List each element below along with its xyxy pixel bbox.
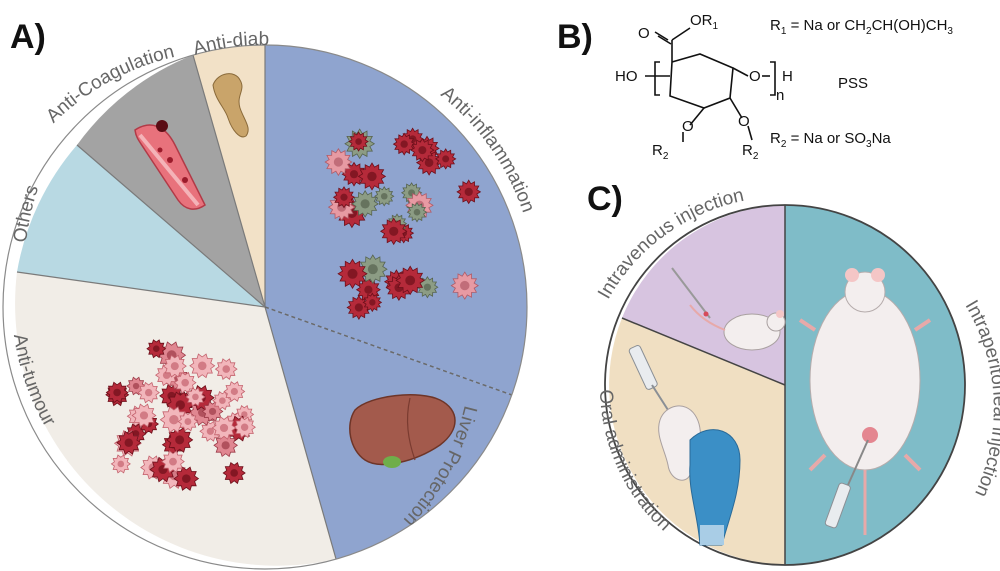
cell-nucleus xyxy=(132,382,140,390)
iv-mouse-illustration xyxy=(671,267,786,351)
chem-ho: HO xyxy=(615,68,638,85)
chem-carbonyl-o: O xyxy=(638,25,650,42)
cell-nucleus xyxy=(442,155,450,163)
cell-nucleus xyxy=(464,187,473,196)
cell-nucleus xyxy=(355,138,362,145)
cell-nucleus xyxy=(219,397,226,404)
cell-nucleus xyxy=(206,427,214,435)
blood-vessel-illustration xyxy=(134,120,206,210)
chem-or1: OR1 xyxy=(690,12,719,32)
cell-nucleus xyxy=(230,387,238,396)
label-intraperitoneal: Intraperitoneal injection xyxy=(961,297,1000,500)
cell-nucleus xyxy=(144,388,153,397)
pss-label: PSS xyxy=(838,75,868,92)
cell-nucleus xyxy=(221,441,230,450)
chem-bridge-o: O xyxy=(749,68,761,85)
panel-a-label: A) xyxy=(10,18,46,56)
cell-nucleus xyxy=(169,415,179,425)
cell-nucleus xyxy=(170,362,179,371)
chem-r2-left: R2 xyxy=(652,142,669,162)
immune-cells-cluster xyxy=(324,127,482,320)
panel-a-pie xyxy=(2,44,528,570)
chem-o-right: O xyxy=(738,113,750,130)
cell-nucleus xyxy=(192,393,199,401)
cell-nucleus xyxy=(354,303,363,312)
chem-n: n xyxy=(776,87,784,104)
sector-others xyxy=(17,145,265,307)
cell-nucleus xyxy=(400,140,408,148)
cell-nucleus xyxy=(113,388,121,397)
cell-nucleus xyxy=(367,264,378,275)
cell-nucleus xyxy=(208,407,217,416)
r1-definition: R1 = Na or CH2CH(OH)CH3 xyxy=(770,17,953,37)
cell-nucleus xyxy=(340,193,348,201)
cell-nucleus xyxy=(349,170,359,179)
chem-r2-right: R2 xyxy=(742,142,759,162)
cell-nucleus xyxy=(405,275,416,286)
cell-nucleus xyxy=(369,299,376,306)
cell-nucleus xyxy=(413,208,421,216)
cell-nucleus xyxy=(389,226,399,236)
panel-c-label: C) xyxy=(587,180,623,218)
panel-b-label: B) xyxy=(557,18,593,56)
cell-nucleus xyxy=(219,423,229,433)
cell-nucleus xyxy=(418,146,427,155)
cell-nucleus xyxy=(175,435,185,445)
cell-nucleus xyxy=(364,285,373,294)
pancreas-illustration xyxy=(212,73,249,138)
ip-mouse-illustration xyxy=(798,268,932,535)
liver-divider-dashed xyxy=(264,306,513,396)
cell-nucleus xyxy=(222,365,231,373)
cell-nucleus xyxy=(182,474,191,483)
cell-nucleus xyxy=(240,423,249,431)
cell-nucleus xyxy=(181,378,189,387)
cell-nucleus xyxy=(424,158,434,167)
pss-structure xyxy=(645,27,776,142)
cell-nucleus xyxy=(230,469,238,477)
cell-nucleus xyxy=(124,438,133,447)
cell-nucleus xyxy=(360,199,370,209)
cell-nucleus xyxy=(139,411,149,420)
cell-nucleus xyxy=(117,460,125,468)
chem-o-left: O xyxy=(682,118,694,135)
cell-nucleus xyxy=(152,345,160,353)
cell-nucleus xyxy=(347,268,358,279)
cell-nucleus xyxy=(423,283,432,291)
cell-nucleus xyxy=(460,280,470,291)
liver-illustration xyxy=(349,394,456,468)
oral-gavage-illustration xyxy=(628,345,741,546)
cell-nucleus xyxy=(367,171,377,182)
cell-nucleus xyxy=(197,361,207,371)
cell-nucleus xyxy=(333,157,344,167)
cell-nucleus xyxy=(184,418,192,425)
r2-definition: R2 = Na or SO3Na xyxy=(770,130,891,150)
cell-nucleus xyxy=(162,371,171,379)
cell-nucleus xyxy=(169,457,177,466)
sector-anti-diabetics xyxy=(193,44,265,308)
tumour-cells-cluster xyxy=(105,339,257,491)
cell-nucleus xyxy=(380,192,388,200)
chem-h: H xyxy=(782,68,793,85)
